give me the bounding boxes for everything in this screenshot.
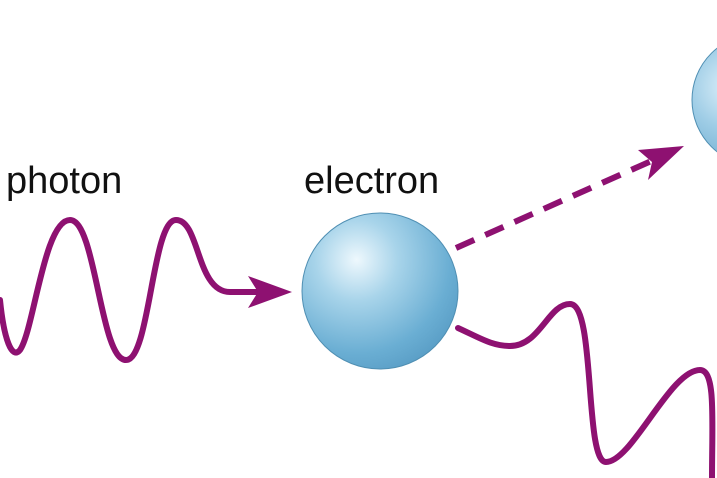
- recoiled-electron-sphere: [691, 47, 717, 153]
- electron-label: electron: [304, 160, 440, 202]
- photon-label: photon: [6, 160, 123, 202]
- recoil-electron-path: [454, 155, 660, 251]
- recoil-arrowhead-icon: [638, 146, 684, 180]
- scattered-photon-wave: [455, 301, 716, 478]
- incoming-photon-wave: [0, 217, 265, 363]
- incoming-arrowhead-icon: [248, 276, 292, 308]
- electron-sphere: [301, 212, 459, 370]
